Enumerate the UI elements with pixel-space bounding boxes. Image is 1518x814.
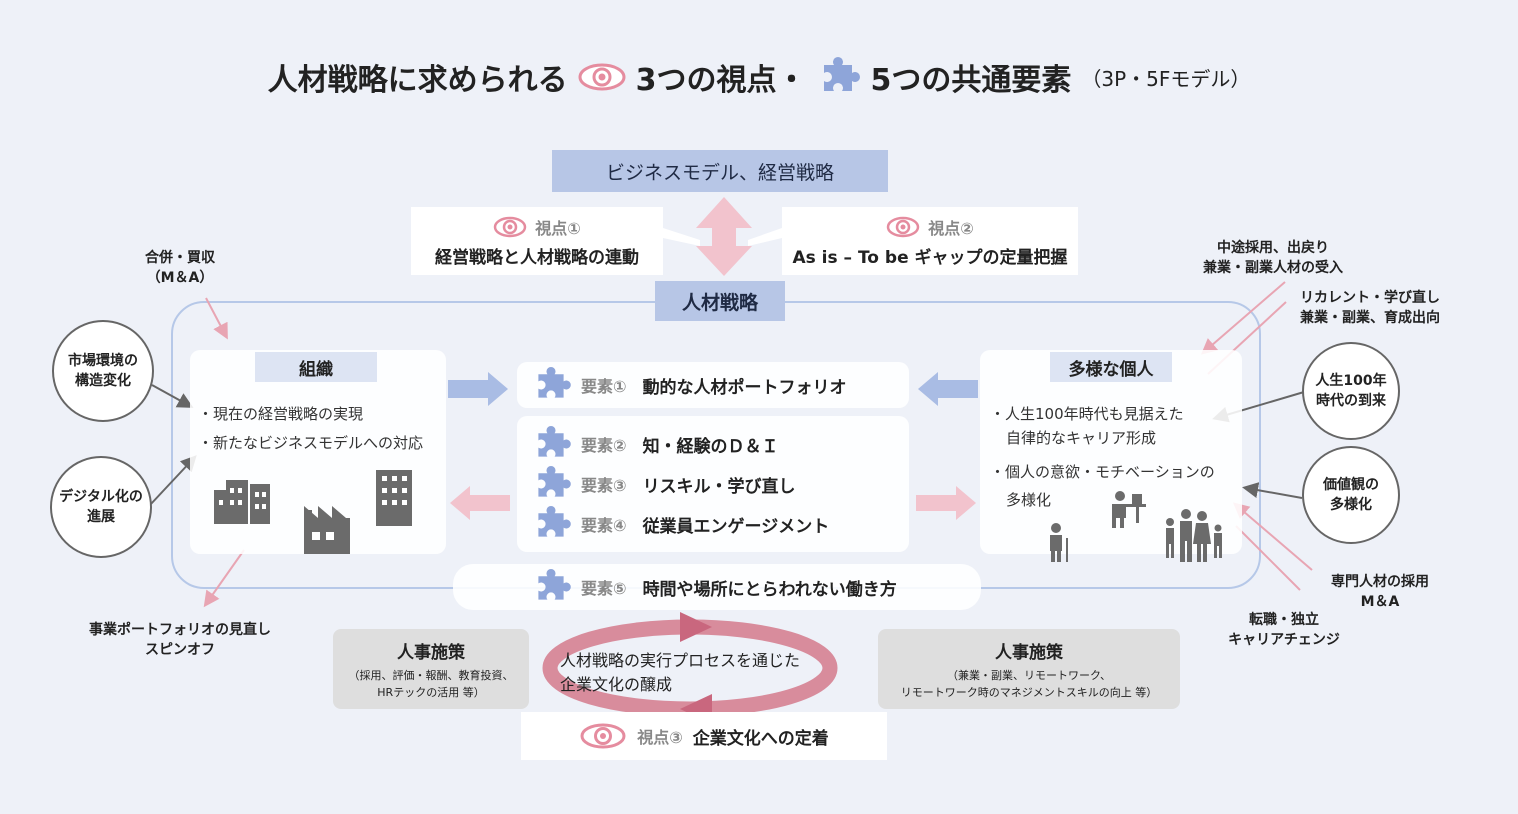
element-2-num: 要素② (581, 436, 627, 455)
viewpoint-3-label: 視点③ (637, 728, 683, 747)
element-1-text: 動的な人材ポートフォリオ (642, 377, 847, 398)
portfolio-review-note: 事業ポートフォリオの見直し スピンオフ (89, 622, 271, 658)
element-3-num: 要素③ (581, 476, 627, 495)
people-icon (1050, 491, 1222, 562)
hr-left-heading: 人事施策 (397, 642, 465, 663)
puzzle-icon (538, 506, 571, 537)
element-4: 要素④ 従業員エンゲージメント (531, 506, 829, 542)
element-1-num: 要素① (581, 377, 627, 396)
viewpoint-3-box: 視点③ 企業文化への定着 (521, 712, 887, 760)
hr-strategy-label: 人材戦略 (655, 281, 785, 321)
puzzle-icon (538, 466, 571, 497)
puzzle-icon (538, 426, 571, 457)
element-4-num: 要素④ (581, 516, 627, 535)
hr-left-detail: （採用、評価・報酬、教育投資、HRテックの活用 等） (348, 668, 514, 699)
arrow-center-to-org (450, 486, 510, 520)
individual-bullet-1: ・人生100年時代も見据えた (990, 405, 1184, 423)
individual-bullet-1b: 自律的なキャリア形成 (1006, 429, 1157, 447)
element-1-box: 要素① 動的な人材ポートフォリオ (517, 362, 909, 408)
page-title: 人材戦略に求められる 3つの視点・ 5つの共通要素 （3P・5Fモデル） (0, 52, 1518, 102)
recurrent-note: リカレント・学び直し 兼業・副業、育成出向 (1300, 290, 1440, 326)
midcareer-note: 中途採用、出戻り 兼業・副業人材の受入 (1203, 240, 1343, 276)
arrow-org-to-element1 (448, 372, 508, 406)
element-2: 要素② 知・経験のＤ＆Ｉ (531, 426, 779, 462)
elements-2-4-box (517, 416, 909, 552)
puzzle-icon (824, 57, 861, 91)
building-icon (214, 470, 412, 554)
viewpoint-2-label: 視点② (928, 218, 974, 238)
element-4-text: 従業員エンゲージメント (642, 516, 830, 537)
life-100-circle: 人生100年時代の到来 (1302, 342, 1400, 440)
title-part3: 5つの共通要素 (870, 63, 1072, 98)
title-part1: 人材戦略に求められる (267, 63, 568, 98)
cycle-text: 人材戦略の実行プロセスを通じた 企業文化の醸成 (560, 651, 801, 694)
individual-bullet-2b: 多様化 (1006, 491, 1052, 509)
values-diversity-circle: 価値観の多様化 (1302, 446, 1400, 544)
eye-icon (580, 723, 626, 749)
arrow-center-to-individual (916, 486, 976, 520)
element-3-text: リスキル・学び直し (642, 476, 796, 497)
double-arrow-vertical (696, 197, 752, 276)
viewpoint-2-text: As is – To be ギャップの定量把握 (792, 247, 1068, 268)
market-structure-circle: 市場環境の構造変化 (52, 320, 154, 422)
hr-measures-left: 人事施策 （採用、評価・報酬、教育投資、HRテックの活用 等） (333, 629, 529, 709)
digitalization-circle: デジタル化の進展 (50, 456, 152, 558)
title-part2: 3つの視点・ (635, 63, 807, 98)
cycle-arrow-top (680, 612, 712, 642)
individual-panel (980, 350, 1242, 554)
puzzle-icon (538, 569, 571, 600)
viewpoint-1-text: 経営戦略と人材戦略の連動 (435, 247, 639, 268)
career-change-note: 転職・独立 キャリアチェンジ (1228, 612, 1340, 648)
puzzle-icon (538, 367, 571, 398)
element-2-text: 知・経験のＤ＆Ｉ (642, 436, 779, 457)
eye-icon (886, 216, 920, 237)
organization-label: 組織 (255, 352, 377, 382)
org-bullet-1: ・現在の経営戦略の実現 (198, 405, 364, 423)
business-model-box: ビジネスモデル、経営戦略 (552, 150, 888, 192)
hr-measures-right: 人事施策 （兼業・副業、リモートワーク、リモートワーク時のマネジメントスキルの向… (878, 629, 1180, 709)
org-bullet-2: ・新たなビジネスモデルへの対応 (198, 434, 424, 452)
merger-note: 合併・買収 （M＆A） (145, 250, 215, 286)
eye-icon (493, 216, 527, 237)
element-5-text: 時間や場所にとらわれない働き方 (642, 579, 897, 600)
element-3: 要素③ リスキル・学び直し (531, 466, 796, 502)
viewpoint-1-label: 視点① (535, 218, 581, 238)
element-5-box: 要素⑤ 時間や場所にとらわれない働き方 (453, 564, 981, 610)
viewpoint-1-box: 視点① 経営戦略と人材戦略の連動 (411, 207, 663, 275)
title-sub: （3P・5Fモデル） (1081, 66, 1251, 91)
individual-bullet-2: ・個人の意欲・モチベーションの (990, 463, 1215, 481)
arrow-individual-to-element1 (918, 372, 978, 406)
hr-right-detail: （兼業・副業、リモートワーク、リモートワーク時のマネジメントスキルの向上 等） (900, 668, 1158, 699)
viewpoint-2-box: 視点② As is – To be ギャップの定量把握 (782, 207, 1078, 275)
specialist-note: 専門人材の採用 M＆A (1331, 574, 1429, 610)
individual-label: 多様な個人 (1050, 352, 1172, 382)
viewpoint-3-text: 企業文化への定着 (692, 728, 829, 749)
eye-icon (578, 63, 626, 91)
hr-right-heading: 人事施策 (995, 642, 1063, 663)
element-5-num: 要素⑤ (581, 579, 627, 598)
